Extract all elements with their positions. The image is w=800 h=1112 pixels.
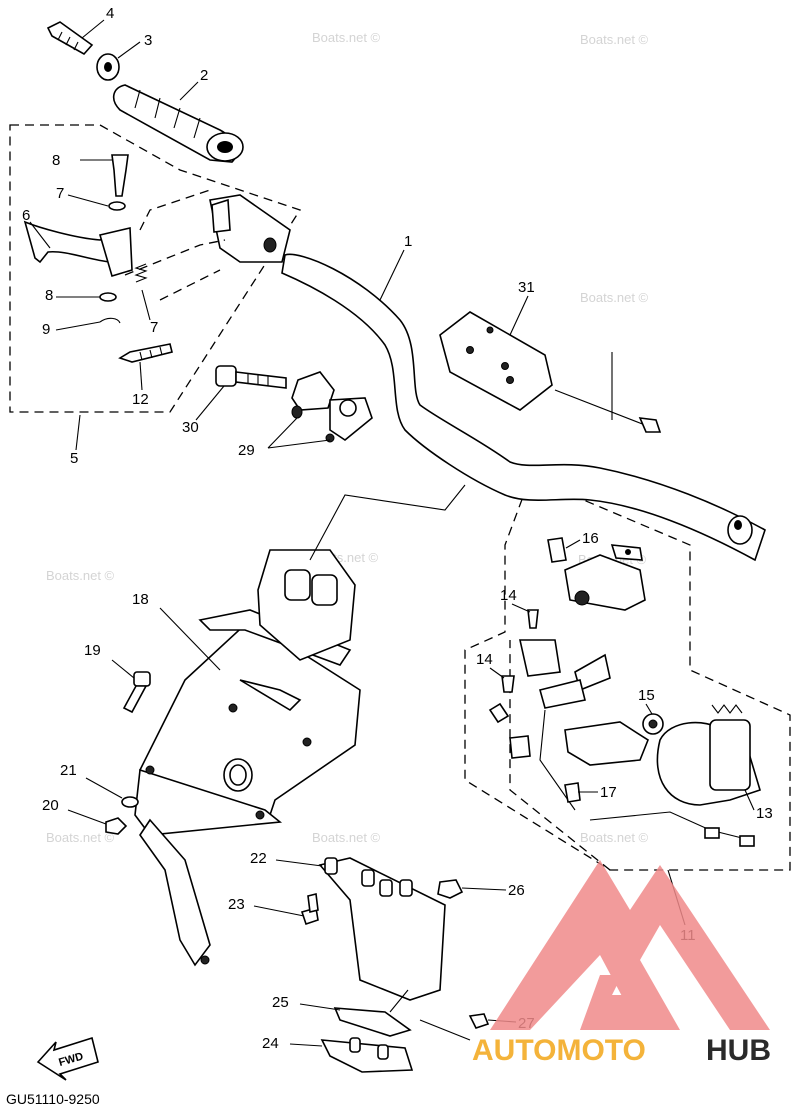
bolt [46, 21, 94, 56]
guide-line [389, 989, 471, 1041]
screw [527, 609, 539, 629]
plate [320, 1039, 414, 1073]
callout-label: 29 [238, 442, 255, 459]
terminal [488, 702, 510, 724]
fwd-arrow: FWD [36, 1036, 99, 1081]
washer [121, 796, 139, 808]
throttle-lever [23, 220, 133, 277]
callout-label: 14 [500, 587, 517, 604]
switch-housing-upper [547, 537, 646, 611]
callout-label: 8 [45, 287, 53, 304]
washer [108, 201, 126, 211]
callout-label: 15 [638, 687, 655, 704]
guide-line [309, 484, 466, 561]
callout-label: 17 [600, 784, 617, 801]
handlebar-clamp-lower [325, 397, 373, 443]
grip [112, 84, 244, 163]
screw [501, 675, 515, 693]
brand-logo-icon [490, 860, 770, 1030]
watermark: Boats.net © [46, 830, 115, 845]
lower-bracket [318, 857, 446, 1001]
callout-label: 22 [250, 850, 267, 867]
screw [564, 782, 581, 803]
group-box-5 [9, 124, 301, 413]
callout-label: 12 [132, 391, 149, 408]
brand-name-part2: HUB [706, 1034, 771, 1067]
callouts: 4 3 2 8 7 6 8 7 9 12 5 1 31 30 29 16 14 [22, 5, 773, 1052]
bolt [118, 343, 173, 363]
callout-label: 3 [144, 32, 152, 49]
watermark: Boats.net © [580, 32, 649, 47]
watermark: Boats.net © [580, 290, 649, 305]
guide-line [159, 269, 221, 301]
steering-bracket [134, 549, 361, 967]
callout-label: 31 [518, 279, 535, 296]
washer [99, 292, 117, 302]
callout-label: 18 [132, 591, 149, 608]
watermark: Boats.net © [312, 30, 381, 45]
callout-label: 7 [150, 319, 158, 336]
nut [437, 879, 464, 899]
screw [111, 154, 129, 197]
group-box-12 [464, 477, 791, 871]
watermark: Boats.net © [46, 568, 115, 583]
handlebar-pad [439, 311, 553, 411]
nut [105, 817, 128, 835]
guide-line [139, 189, 211, 231]
callout-label: 26 [508, 882, 525, 899]
callout-label: 14 [476, 651, 493, 668]
watermark: Boats.net © [312, 830, 381, 845]
switch-wire [589, 811, 755, 847]
callout-label: 19 [84, 642, 101, 659]
bolt [300, 893, 319, 926]
switch [509, 735, 531, 759]
callout-label: 16 [582, 530, 599, 547]
callout-label: 25 [272, 994, 289, 1011]
plate [333, 1007, 412, 1037]
handlebar-clamp-upper [291, 371, 335, 419]
callout-label: 23 [228, 896, 245, 913]
callout-label: 5 [70, 450, 78, 467]
screw [468, 1013, 490, 1029]
drawing-code: GU51110-9250 [6, 1091, 100, 1107]
callout-label: 7 [56, 185, 64, 202]
callout-label: 20 [42, 797, 59, 814]
horn-switch [656, 704, 761, 806]
callout-label: 1 [404, 233, 412, 250]
watermark: Boats.net © [580, 830, 649, 845]
cable-tie [554, 389, 662, 433]
callout-label: 8 [52, 152, 60, 169]
clip [99, 317, 121, 324]
bolt [215, 365, 287, 389]
callout-label: 13 [756, 805, 773, 822]
handlebar [281, 253, 766, 562]
guide-line [124, 239, 226, 276]
spring [134, 263, 148, 283]
callout-label: 30 [182, 419, 199, 436]
callout-label: 6 [22, 207, 30, 224]
brand-name-part1: AUTOMOTO [472, 1034, 646, 1067]
bolt [122, 671, 151, 714]
callout-label: 24 [262, 1035, 279, 1052]
callout-label: 21 [60, 762, 77, 779]
switch-housing-lower [519, 639, 649, 811]
throttle-housing [209, 194, 291, 263]
callout-label: 9 [42, 321, 50, 338]
callout-label: 2 [200, 67, 208, 84]
callout-label: 4 [106, 5, 114, 22]
